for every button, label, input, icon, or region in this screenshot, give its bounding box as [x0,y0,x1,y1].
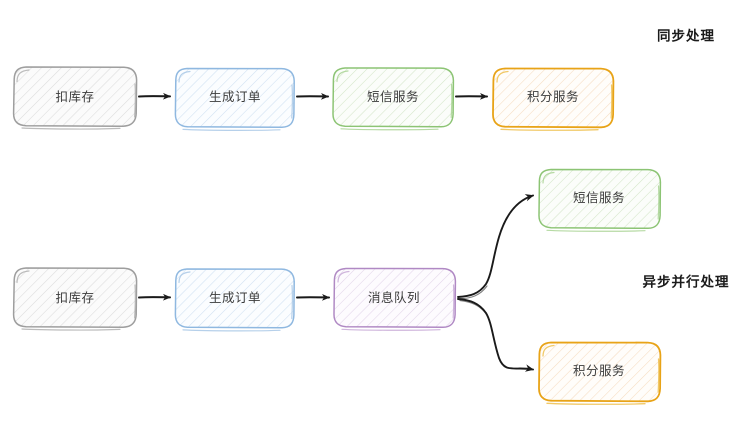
async-node-create-order-sketch [178,271,293,332]
sync-node-sms-service-label: 短信服务 [367,89,419,104]
async-node-create-order-label: 生成订单 [209,291,261,305]
sync-node-points-service[interactable]: 积分服务 [492,67,615,131]
async-node-message-queue-label: 消息队列 [368,290,420,305]
async-node-message-queue-shape [333,267,457,329]
async-node-points-service-label: 积分服务 [573,363,625,378]
sync-node-create-order[interactable]: 生成订单 [174,67,295,131]
sync-node-create-order-shape [174,67,295,128]
async-node-sms-service-label: 短信服务 [573,190,625,205]
async-node-deduct-stock-shape [12,267,138,328]
async-node-deduct-stock-label: 扣库存 [55,290,94,305]
sync-node-create-order-label: 生成订单 [209,90,261,104]
sync-node-deduct-stock-shape [12,66,138,127]
async-node-message-queue[interactable]: 消息队列 [333,267,457,331]
sync-node-points-service-shape [492,67,615,129]
sync-node-points-service-sketch [496,70,613,131]
sync-node-sms-service-sketch [336,70,453,131]
async-node-points-service-sketch [542,344,660,405]
async-node-deduct-stock[interactable]: 扣库存 [12,267,138,331]
async-node-points-service[interactable]: 积分服务 [538,341,662,405]
async-node-sms-service[interactable]: 短信服务 [538,168,662,232]
async-node-message-queue-sketch [337,270,455,331]
async-node-sms-service-shape [538,168,662,230]
sync-node-points-service-label: 积分服务 [527,89,579,104]
async-node-deduct-stock-sketch [16,270,136,331]
async-node-sms-service-sketch [542,171,660,232]
async-section-label: 异步并行处理 [643,274,730,290]
sync-node-create-order-sketch [178,70,293,131]
sync-node-deduct-stock[interactable]: 扣库存 [12,66,138,130]
async-edge-branch-lower [457,298,534,372]
async-edge-branch-upper [457,194,534,300]
sync-node-deduct-stock-label: 扣库存 [55,89,94,104]
sync-node-sms-service[interactable]: 短信服务 [332,67,455,131]
async-node-create-order-shape [174,268,295,329]
async-node-points-service-shape [538,341,662,403]
sync-node-deduct-stock-sketch [16,69,136,130]
sync-node-sms-service-shape [332,67,455,128]
sync-section-label: 同步处理 [657,28,715,44]
async-node-create-order[interactable]: 生成订单 [174,268,295,332]
